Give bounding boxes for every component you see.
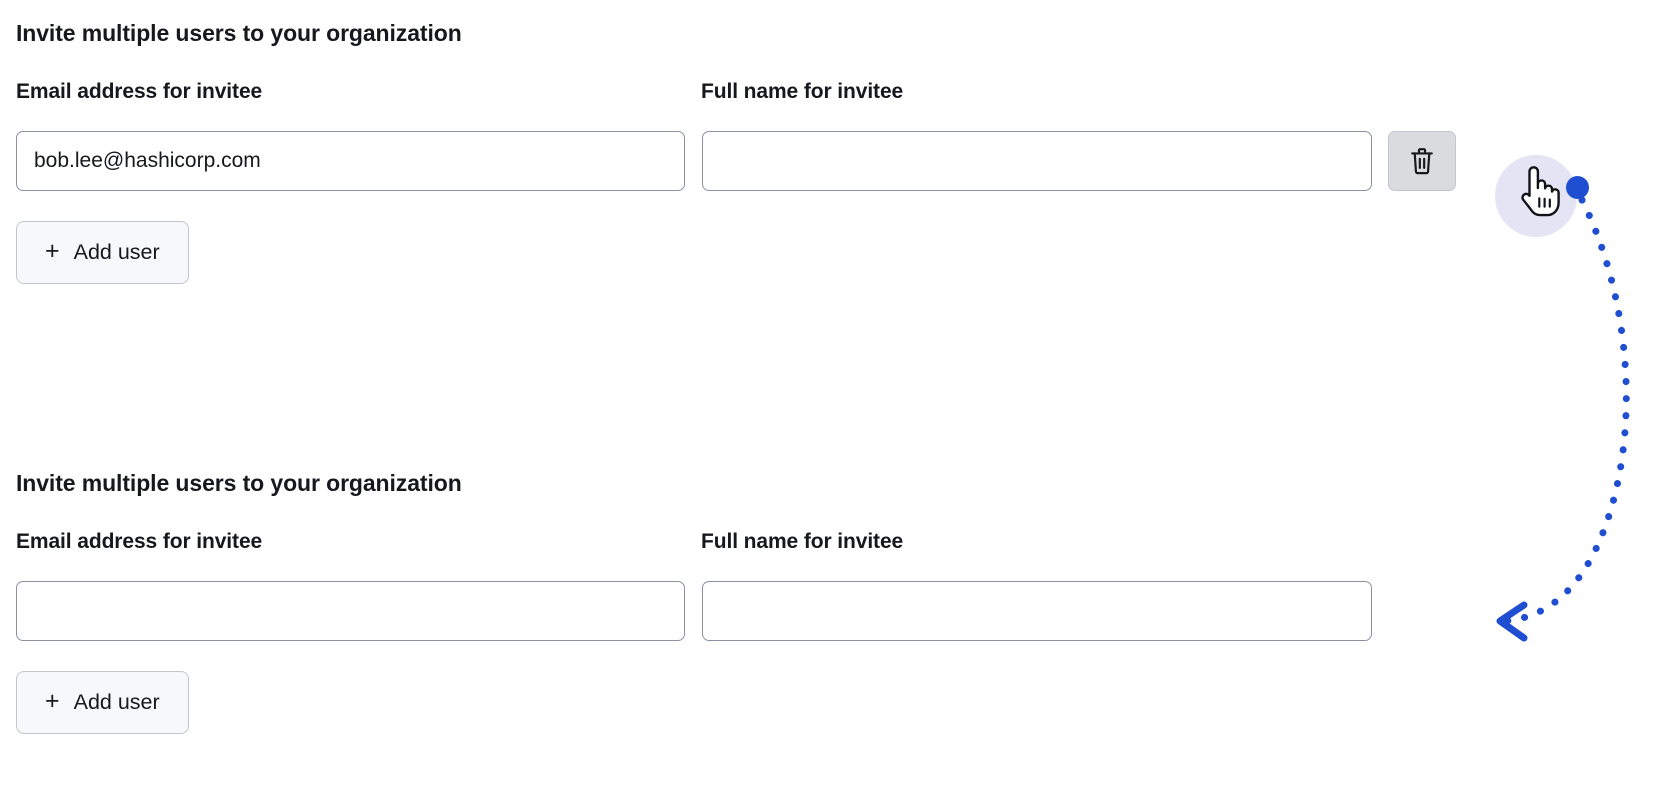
add-user-button-label: Add user [73,240,160,264]
start-point-dot [1566,176,1589,199]
full-name-field-label-secondary: Full name for invitee [701,530,904,553]
page-title-secondary: Invite multiple users to your organizati… [16,470,462,496]
delete-invitee-button[interactable] [1388,131,1456,191]
pointer-hand-cursor [1521,166,1560,217]
page-title: Invite multiple users to your organizati… [16,20,462,46]
cursor-highlight-halo [1495,155,1577,237]
add-user-button-label: Add user [73,690,160,714]
trash-icon [1409,146,1435,176]
email-input-secondary[interactable] [16,581,685,641]
plus-icon: + [45,237,60,265]
full-name-field-label: Full name for invitee [701,80,904,103]
full-name-input-secondary[interactable] [702,581,1372,641]
email-field-label-secondary: Email address for invitee [16,530,263,553]
plus-icon: + [45,687,60,715]
email-field-label: Email address for invitee [16,80,263,103]
email-input[interactable] [16,131,685,191]
add-user-button[interactable]: + Add user [16,221,189,284]
add-user-button-secondary[interactable]: + Add user [16,671,189,734]
full-name-input[interactable] [702,131,1372,191]
